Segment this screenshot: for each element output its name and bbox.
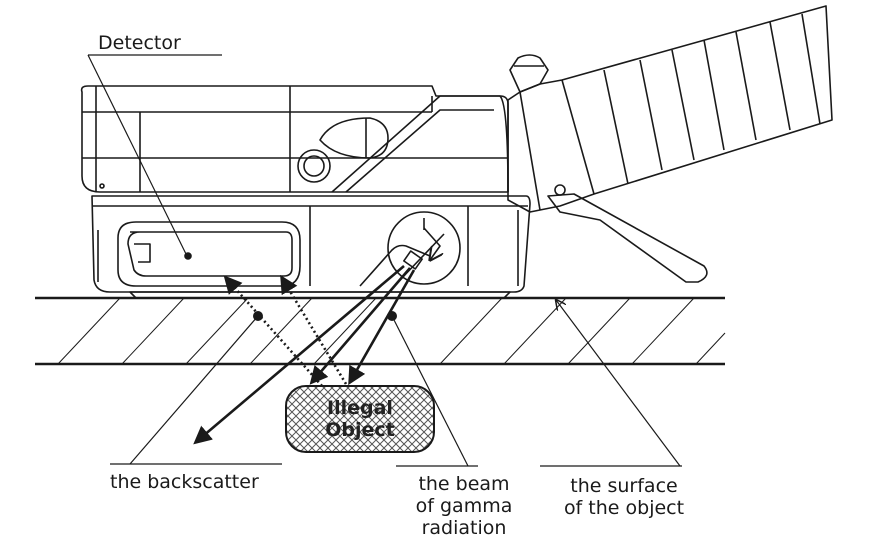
label-beam-line3: radiation bbox=[422, 517, 507, 539]
detector-device bbox=[80, 5, 833, 299]
handle-tube bbox=[507, 5, 833, 213]
illegal-object: Illegal Object bbox=[285, 385, 435, 453]
support-leg bbox=[547, 193, 708, 283]
detector-bay bbox=[117, 221, 301, 287]
callout-gamma-beam: the beam of gamma radiation bbox=[387, 311, 512, 539]
source-shutter bbox=[387, 211, 461, 285]
gamma-beam bbox=[193, 265, 416, 445]
lower-housing bbox=[91, 195, 531, 293]
top-knob bbox=[509, 54, 549, 93]
illegal-object-box bbox=[285, 385, 435, 453]
label-beam-line1: the beam bbox=[418, 473, 509, 495]
upper-housing bbox=[80, 85, 509, 193]
label-surface-line2: of the object bbox=[564, 497, 684, 519]
indicator-window bbox=[319, 117, 389, 159]
label-surface-line1: the surface bbox=[570, 475, 677, 497]
backscatter-rays bbox=[223, 274, 348, 387]
illegal-object-label-line1: Illegal bbox=[327, 397, 393, 419]
label-backscatter: the backscatter bbox=[110, 471, 259, 493]
illegal-object-label-line2: Object bbox=[325, 419, 395, 441]
label-detector: Detector bbox=[98, 32, 181, 54]
callout-surface: the surface of the object bbox=[540, 300, 684, 519]
detector-crystal bbox=[127, 231, 293, 277]
label-beam-line2: of gamma bbox=[416, 495, 513, 517]
callout-detector: Detector bbox=[87, 32, 222, 255]
hatch-lines bbox=[57, 297, 726, 365]
callout-backscatter: the backscatter bbox=[110, 311, 282, 493]
round-button bbox=[297, 149, 331, 183]
